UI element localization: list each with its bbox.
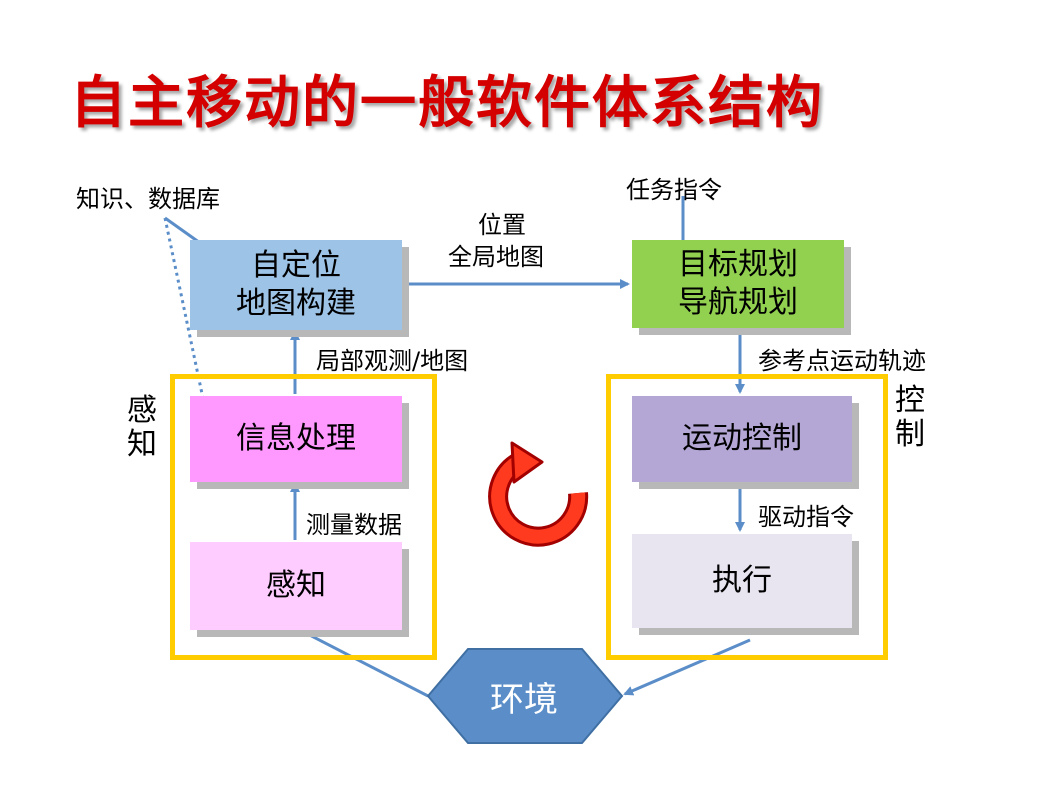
task-command-label: 任务指令 [626,176,722,204]
sensing-label: 感知 [266,568,326,603]
arrow-execution-to-environment [623,638,751,696]
sensing-box: 感知 [190,542,402,630]
environment-hexagon [426,648,624,744]
global-map-label: 全局地图 [448,243,544,271]
motion-control-box: 运动控制 [632,396,852,482]
knowledge-db-label: 知识、数据库 [76,185,220,213]
execution-label: 执行 [712,563,772,598]
planning-label-line2: 导航规划 [678,285,798,320]
localization-label-line1: 自定位 [251,248,341,283]
execution-box: 执行 [632,534,852,628]
arrow-environment-to-sensing [294,626,429,698]
position-label: 位置 [478,211,526,239]
perception-char-2: 知 [127,427,157,462]
planning-box: 目标规划 导航规划 [632,240,844,328]
environment-label: 环境 [490,679,558,720]
motion-control-label: 运动控制 [682,421,802,456]
measurement-data-label: 测量数据 [306,511,402,539]
perception-group-frame [170,374,437,660]
perception-group-label: 感 知 [124,394,160,462]
localization-label-line2: 地图构建 [236,286,356,321]
drive-command-label: 驱动指令 [758,503,854,531]
info-processing-label: 信息处理 [236,421,356,456]
control-group-frame [606,374,888,660]
reference-trajectory-label: 参考点运动轨迹 [758,347,926,375]
local-observation-label: 局部观测/地图 [316,347,469,375]
planning-label-line1: 目标规划 [678,247,798,282]
circular-arrow-icon [488,441,589,547]
perception-char-1: 感 [127,393,157,428]
control-char-2: 制 [895,417,925,452]
info-processing-box: 信息处理 [190,396,402,482]
localization-mapping-box: 自定位 地图构建 [190,240,402,330]
control-char-1: 控 [895,383,925,418]
control-group-label: 控 制 [892,384,928,452]
page-title: 自主移动的一般软件体系结构 [70,71,824,136]
